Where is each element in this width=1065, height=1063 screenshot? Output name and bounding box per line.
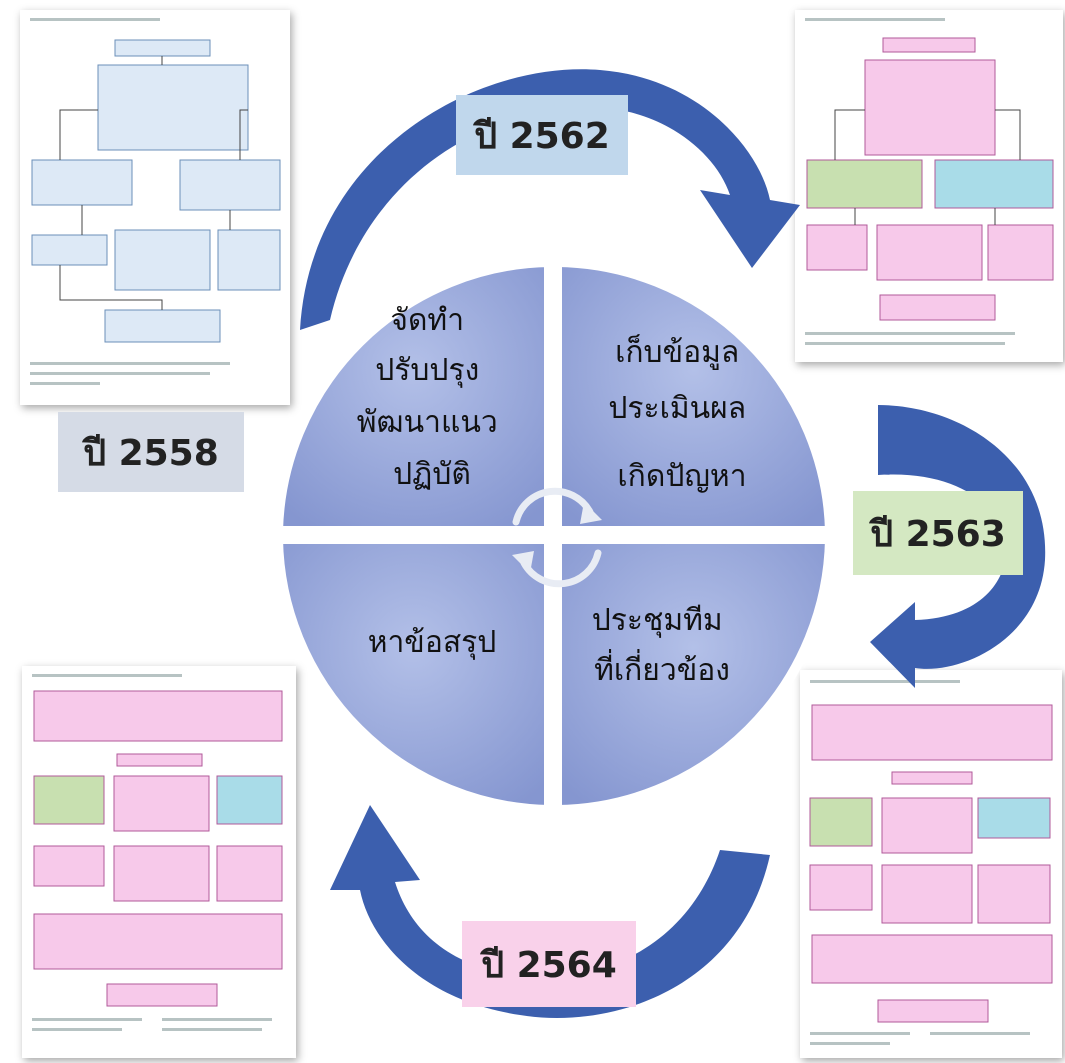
quadrant-bottom-right [552, 534, 836, 816]
quadrant-text-bottom-left: หาข้อสรุป [368, 625, 497, 661]
flowchart-document-2562 [795, 10, 1063, 362]
flowchart-2558-drawing [30, 18, 281, 385]
flowchart-2563-drawing [809, 680, 1053, 1045]
quad-tl-line-3: พัฒนาแนว [357, 405, 498, 440]
quad-br-line-2: ที่เกี่ยวข้อง [594, 649, 730, 688]
quadrant-top-left [272, 256, 554, 536]
flowchart-2564-drawing [32, 674, 283, 1031]
quad-tl-line-4: ปฏิบัติ [393, 457, 471, 492]
year-label-2564: ปี 2564 [462, 921, 636, 1007]
quad-br-line-1: ประชุมทีม [592, 603, 723, 639]
quadrant-bottom-left [272, 534, 554, 816]
flowchart-document-2564 [22, 666, 296, 1058]
flowchart-2562-drawing [805, 18, 1054, 345]
quadrant-text-top-right: เก็บข้อมูล ประเมินผล เกิดปัญหา [608, 333, 755, 494]
quadrant-text-top-left: จัดทำ ปรับปรุง พัฒนาแนว ปฏิบัติ [357, 303, 507, 492]
quad-tr-line-3: เกิดปัญหา [617, 459, 746, 494]
year-label-2563: ปี 2563 [853, 491, 1023, 575]
cycle-refresh-icon [512, 487, 602, 588]
year-label-2558: ปี 2558 [58, 412, 244, 492]
flowchart-document-2563 [800, 670, 1062, 1058]
quad-tl-line-2: ปรับปรุง [375, 353, 479, 389]
year-label-2562: ปี 2562 [456, 95, 628, 175]
quad-bl-line-1: หาข้อสรุป [368, 625, 497, 661]
quadrant-text-bottom-right: ประชุมทีม ที่เกี่ยวข้อง [592, 603, 733, 688]
quadrant-top-right [552, 256, 836, 536]
quad-tr-line-1: เก็บข้อมูล [615, 333, 739, 370]
flowchart-document-2558 [20, 10, 290, 405]
quad-tl-line-1: จัดทำ [390, 303, 464, 338]
quad-tr-line-2: ประเมินผล [608, 391, 746, 426]
